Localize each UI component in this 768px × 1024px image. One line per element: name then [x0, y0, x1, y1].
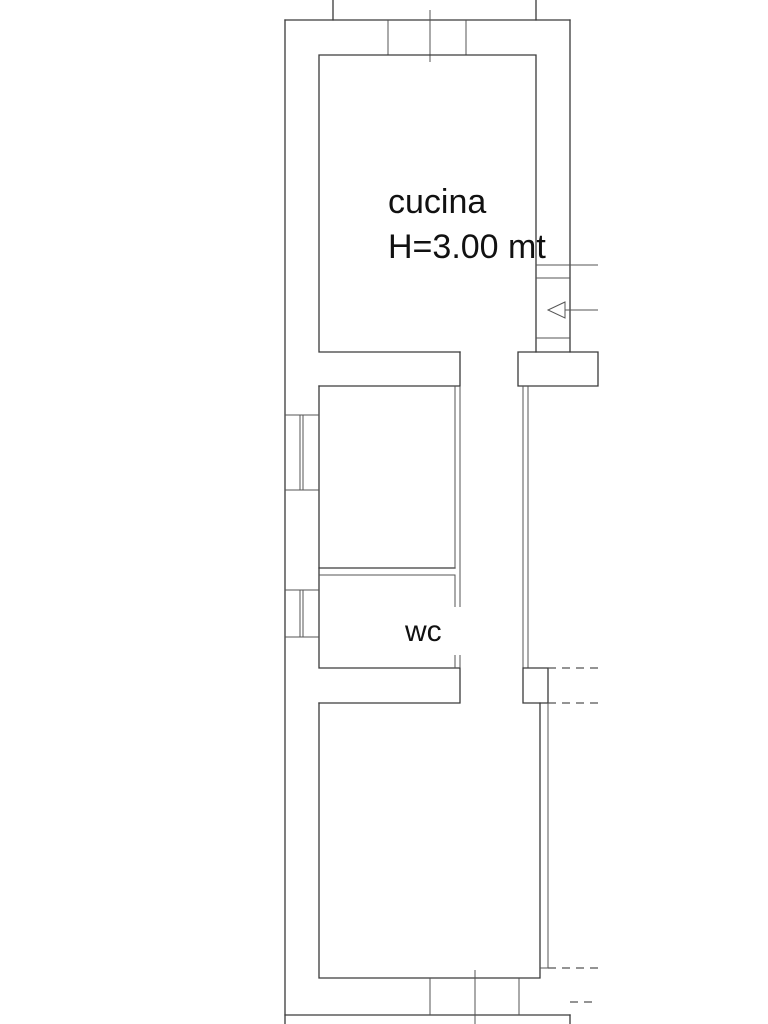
wc-label: wc	[404, 615, 442, 648]
kitchen-right-jamb	[517, 351, 599, 387]
bottom-room	[318, 702, 549, 979]
kitchen-label: cucina	[388, 183, 486, 221]
middle-window	[285, 414, 319, 491]
top-window	[387, 10, 467, 62]
outer-walls	[284, 0, 571, 1024]
bottom-window	[429, 970, 520, 1024]
neighbour-dashed	[548, 667, 598, 1003]
wc-room	[285, 567, 461, 704]
kitchen-room	[318, 54, 599, 387]
corridor	[522, 386, 549, 704]
kitchen-wall	[318, 54, 537, 353]
top-extension	[332, 0, 537, 21]
entrance	[536, 264, 598, 339]
middle-room	[285, 385, 461, 607]
entrance-arrow-icon	[546, 301, 598, 319]
kitchen-partition	[318, 351, 461, 387]
wc-window	[285, 589, 319, 638]
kitchen-height-note: H=3.00 mt	[388, 228, 546, 266]
